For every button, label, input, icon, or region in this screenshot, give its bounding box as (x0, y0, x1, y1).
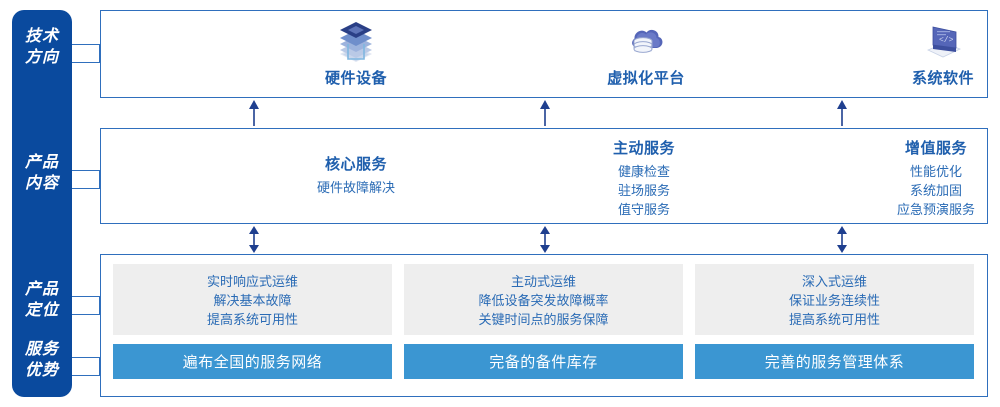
positioning-line: 解决基本故障 (213, 293, 292, 308)
technology-label-virtualization: 虚拟化平台 (607, 70, 685, 87)
rail-label-product-positioning: 产品 定位 (12, 279, 72, 321)
product-item: 系统加固 (909, 183, 962, 198)
product-column-proactive-service[interactable]: 主动服务 健康检查 驻场服务 值守服务 (509, 137, 779, 219)
advantage-label: 遍布全国的服务网络 (182, 354, 323, 371)
arrow-up-hardware (247, 100, 261, 131)
svg-text:</>: </> (939, 36, 954, 45)
rail-label-service-advantage: 服务 优势 (12, 339, 72, 381)
advantage-bar-spare-parts[interactable]: 完备的备件库存 (404, 344, 683, 379)
positioning-line: 保证业务连续性 (788, 293, 880, 308)
rail-label-line2: 内容 (24, 175, 59, 192)
connector-line-product-bottom (72, 188, 100, 189)
positioning-line: 提高系统可用性 (788, 312, 880, 327)
connector-line-product-top (72, 170, 100, 171)
positioning-line: 降低设备突发故障概率 (478, 293, 609, 308)
technology-column-hardware[interactable]: 硬件设备 (226, 17, 486, 88)
connector-line-positioning-top (72, 296, 100, 297)
technology-direction-panel: 硬件设备 虚拟化平台 (100, 10, 988, 98)
positioning-column-indepth[interactable]: 深入式运维 保证业务连续性 提高系统可用性 完善的服务管理体系 (695, 264, 974, 379)
rail-label-line1: 技术 (24, 28, 59, 45)
advantage-bar-service-network[interactable]: 遍布全国的服务网络 (113, 344, 392, 379)
advantage-label: 完善的服务管理体系 (764, 354, 905, 371)
rail-label-line1: 产品 (24, 281, 59, 298)
advantage-label: 完备的备件库存 (489, 354, 598, 371)
positioning-line: 深入式运维 (801, 274, 867, 289)
positioning-column-proactive[interactable]: 主动式运维 降低设备突发故障概率 关键时间点的服务保障 完备的备件库存 (404, 264, 683, 379)
server-stack-icon (226, 17, 486, 65)
rail-label-technology-direction: 技术 方向 (12, 26, 72, 68)
arrow-bidirectional-proactive-service (538, 226, 552, 258)
arrow-up-virtualization (538, 100, 552, 131)
cloud-database-icon (516, 17, 776, 65)
arrow-up-system-software (835, 100, 849, 131)
positioning-line: 提高系统可用性 (206, 312, 298, 327)
connector-line-positioning-bottom (72, 314, 100, 315)
connector-line-advantage-top (72, 357, 100, 358)
product-item: 值守服务 (617, 202, 670, 217)
connector-line-advantage-vertical (99, 357, 100, 375)
connector-line-advantage-bottom (72, 375, 100, 376)
product-title-proactive-service: 主动服务 (612, 140, 675, 157)
positioning-line: 主动式运维 (510, 274, 576, 289)
product-column-value-added-service[interactable]: 增值服务 性能优化 系统加固 应急预演服务 (801, 137, 1000, 219)
rail-label-line1: 服务 (24, 341, 59, 358)
rail-label-line2: 优势 (24, 362, 59, 379)
technology-label-hardware: 硬件设备 (324, 70, 387, 87)
product-title-core-service: 核心服务 (324, 156, 387, 173)
connector-line-positioning-vertical (99, 296, 100, 314)
category-rail (12, 10, 72, 397)
product-content-panel: 核心服务 硬件故障解决 主动服务 健康检查 驻场服务 值守服务 增值服务 性能优… (100, 128, 988, 224)
positioning-column-realtime[interactable]: 实时响应式运维 解决基本故障 提高系统可用性 遍布全国的服务网络 (113, 264, 392, 379)
positioning-line: 实时响应式运维 (206, 274, 298, 289)
rail-label-line1: 产品 (24, 154, 59, 171)
connector-line-technology-vertical (99, 44, 100, 62)
arrow-双向-core-service (247, 226, 261, 258)
connector-line-technology-bottom (72, 62, 100, 63)
product-item: 硬件故障解决 (316, 180, 395, 195)
product-item: 性能优化 (909, 164, 962, 179)
product-title-value-added-service: 增值服务 (904, 140, 967, 157)
technology-label-system-software: 系统软件 (911, 70, 974, 87)
technology-column-virtualization[interactable]: 虚拟化平台 (516, 17, 776, 88)
technology-column-system-software[interactable]: </> 系统软件 (813, 17, 1000, 88)
laptop-code-icon: </> (813, 17, 1000, 65)
product-item: 健康检查 (617, 164, 670, 179)
product-column-core-service[interactable]: 核心服务 硬件故障解决 (221, 153, 491, 197)
rail-label-line2: 定位 (24, 302, 59, 319)
positioning-line: 关键时间点的服务保障 (478, 312, 609, 327)
advantage-bar-management-system[interactable]: 完善的服务管理体系 (695, 344, 974, 379)
rail-label-line2: 方向 (24, 49, 59, 66)
connector-line-technology-top (72, 44, 100, 45)
product-item: 驻场服务 (617, 183, 670, 198)
positioning-box-indepth: 深入式运维 保证业务连续性 提高系统可用性 (695, 264, 974, 335)
positioning-box-realtime: 实时响应式运维 解决基本故障 提高系统可用性 (113, 264, 392, 335)
product-positioning-panel: 实时响应式运维 解决基本故障 提高系统可用性 遍布全国的服务网络 主动式运维 降… (100, 254, 988, 397)
connector-line-product-vertical (99, 170, 100, 188)
positioning-box-proactive: 主动式运维 降低设备突发故障概率 关键时间点的服务保障 (404, 264, 683, 335)
rail-label-product-content: 产品 内容 (12, 152, 72, 194)
arrow-bidirectional-value-added-service (835, 226, 849, 258)
product-item: 应急预演服务 (896, 202, 975, 217)
